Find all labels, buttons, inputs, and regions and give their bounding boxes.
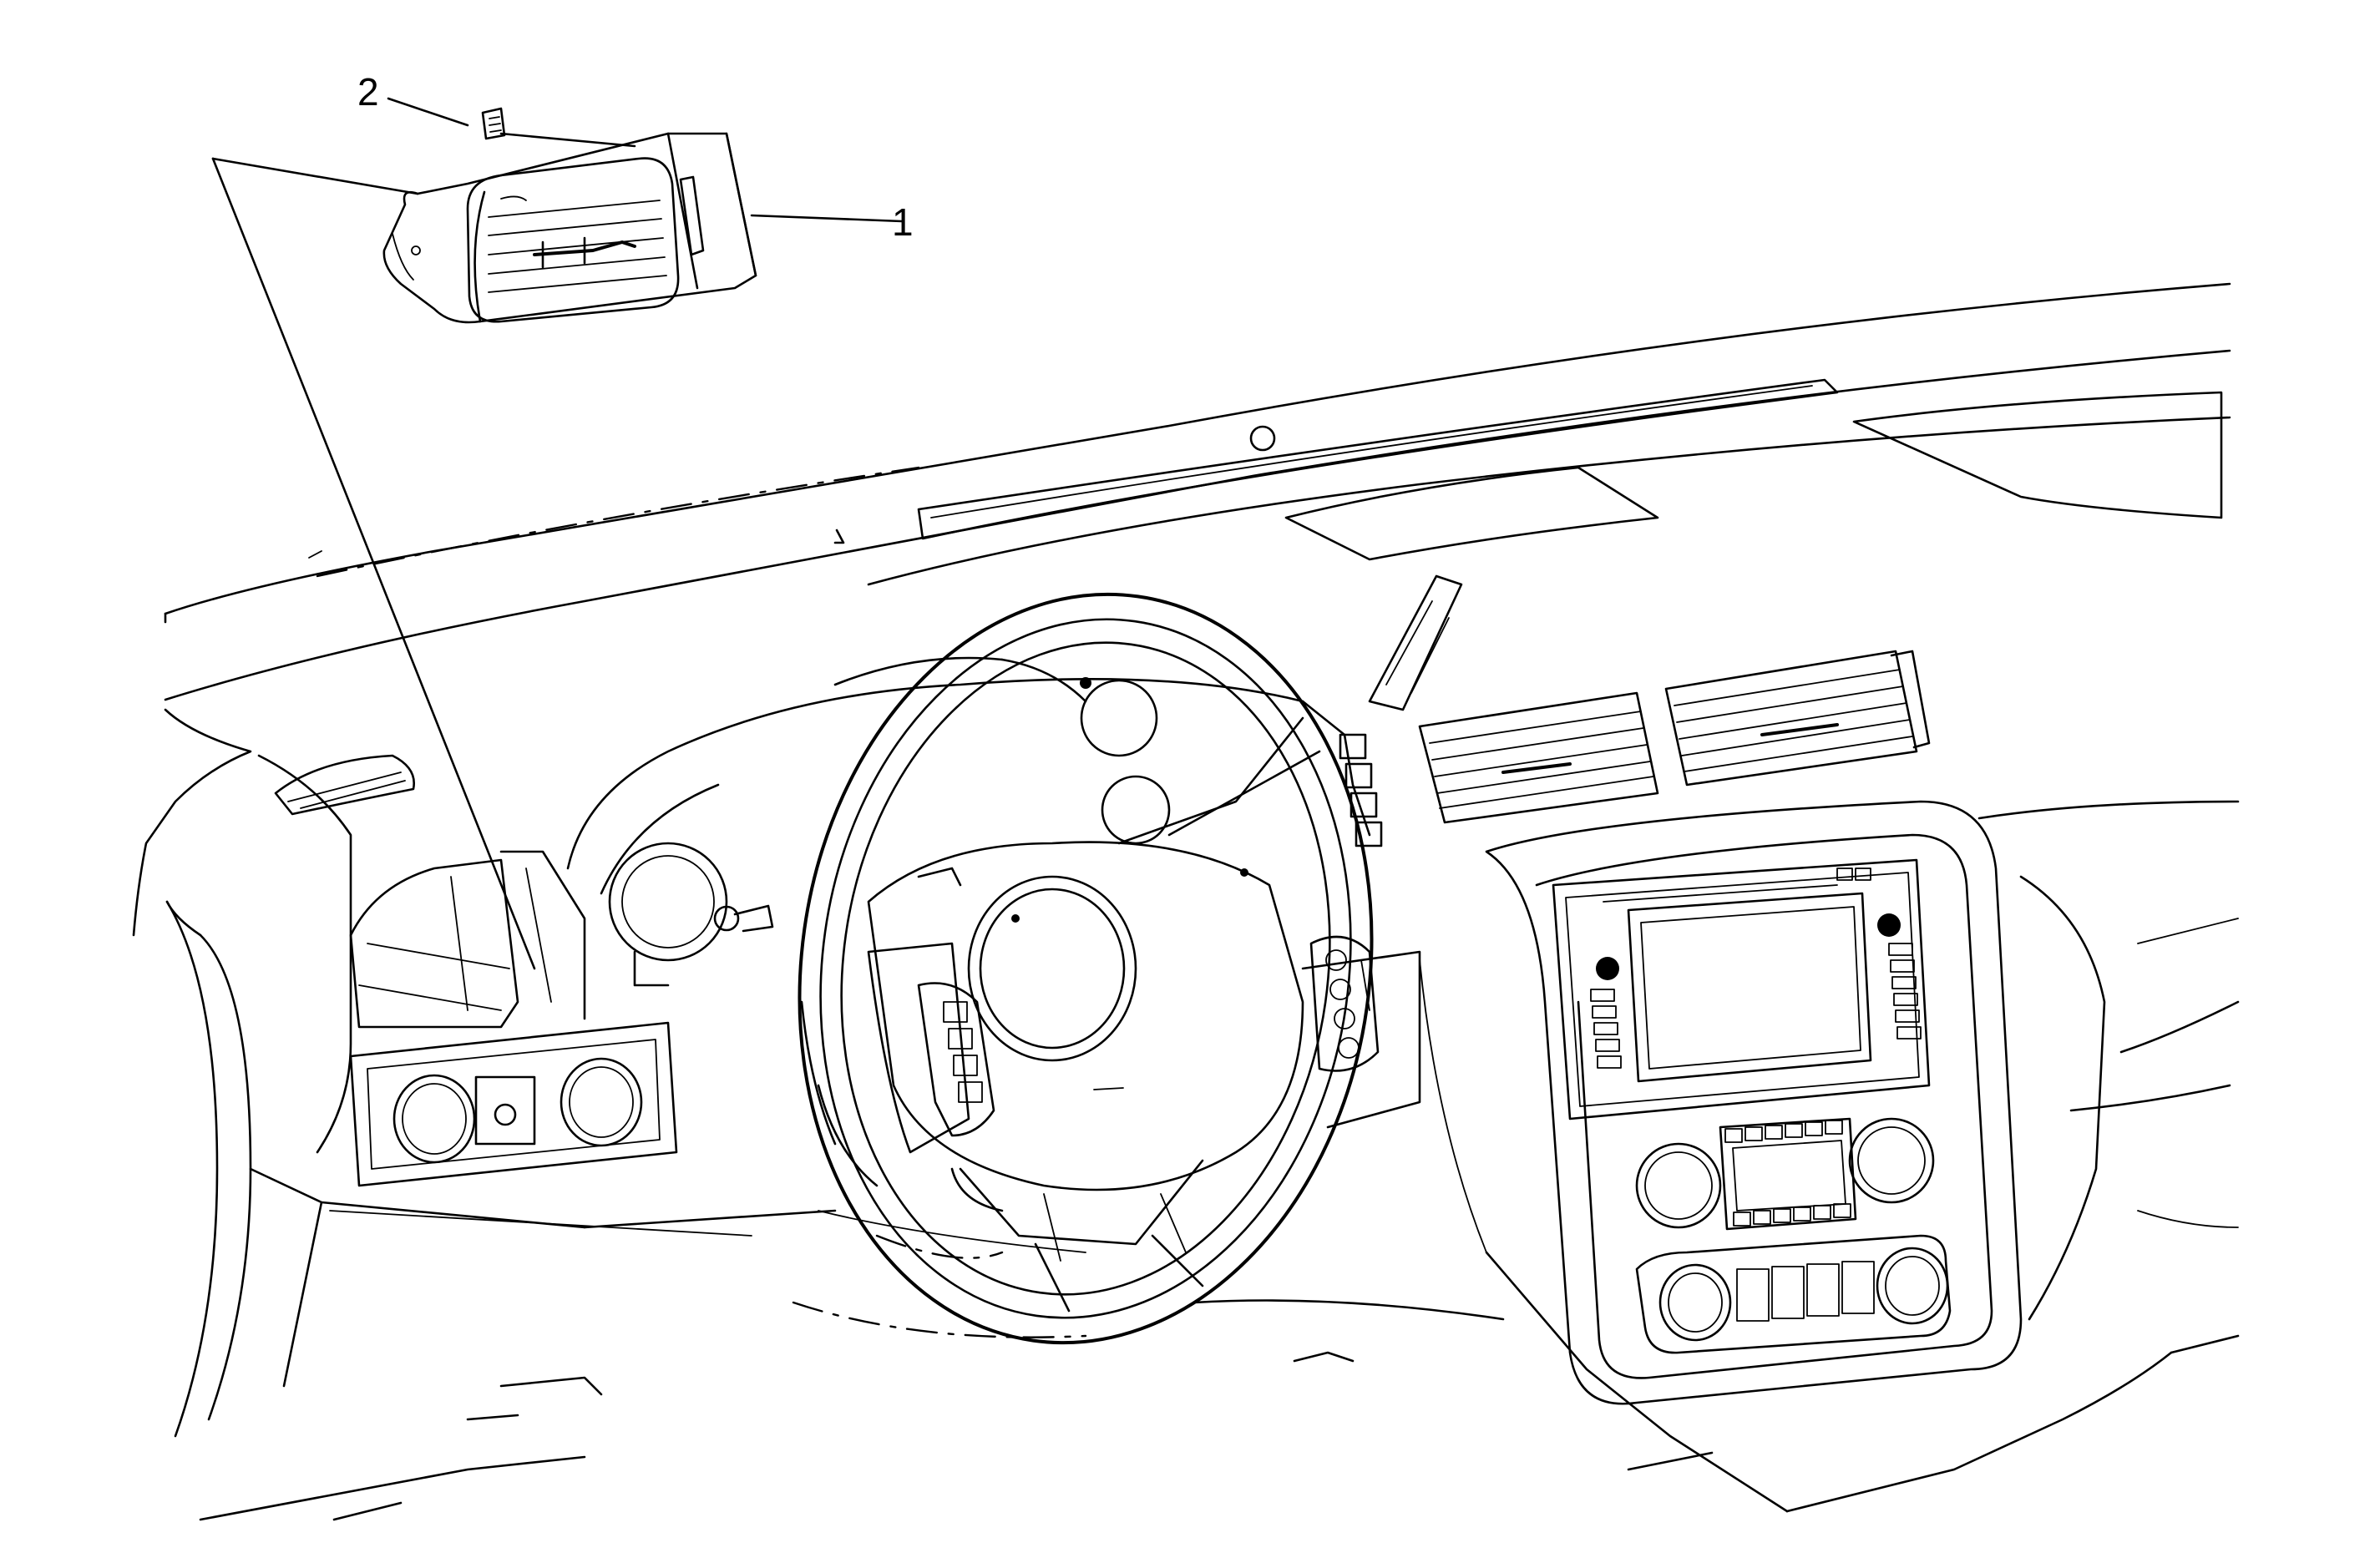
vent-cavity	[349, 850, 586, 1029]
callout-1: 1	[892, 200, 914, 244]
svg-text:1: 1	[892, 200, 914, 244]
callout-2: 2	[357, 70, 379, 114]
center-stack	[1485, 800, 2023, 1405]
multifunction-stalk	[1301, 574, 1463, 847]
air-outlet-part	[382, 132, 757, 324]
retainer-clip-part	[481, 107, 506, 140]
side-window-defroster	[274, 754, 416, 816]
instrument-cluster	[566, 656, 1304, 987]
dashboard-body	[132, 708, 2240, 1521]
svg-text:2: 2	[357, 70, 379, 114]
steering-wheel	[798, 592, 1421, 1345]
center-air-outlets	[1418, 650, 1931, 824]
passenger-dash	[1977, 800, 2240, 1321]
headlamp-switch-panel	[349, 1021, 678, 1187]
dashboard-top	[164, 282, 2231, 701]
